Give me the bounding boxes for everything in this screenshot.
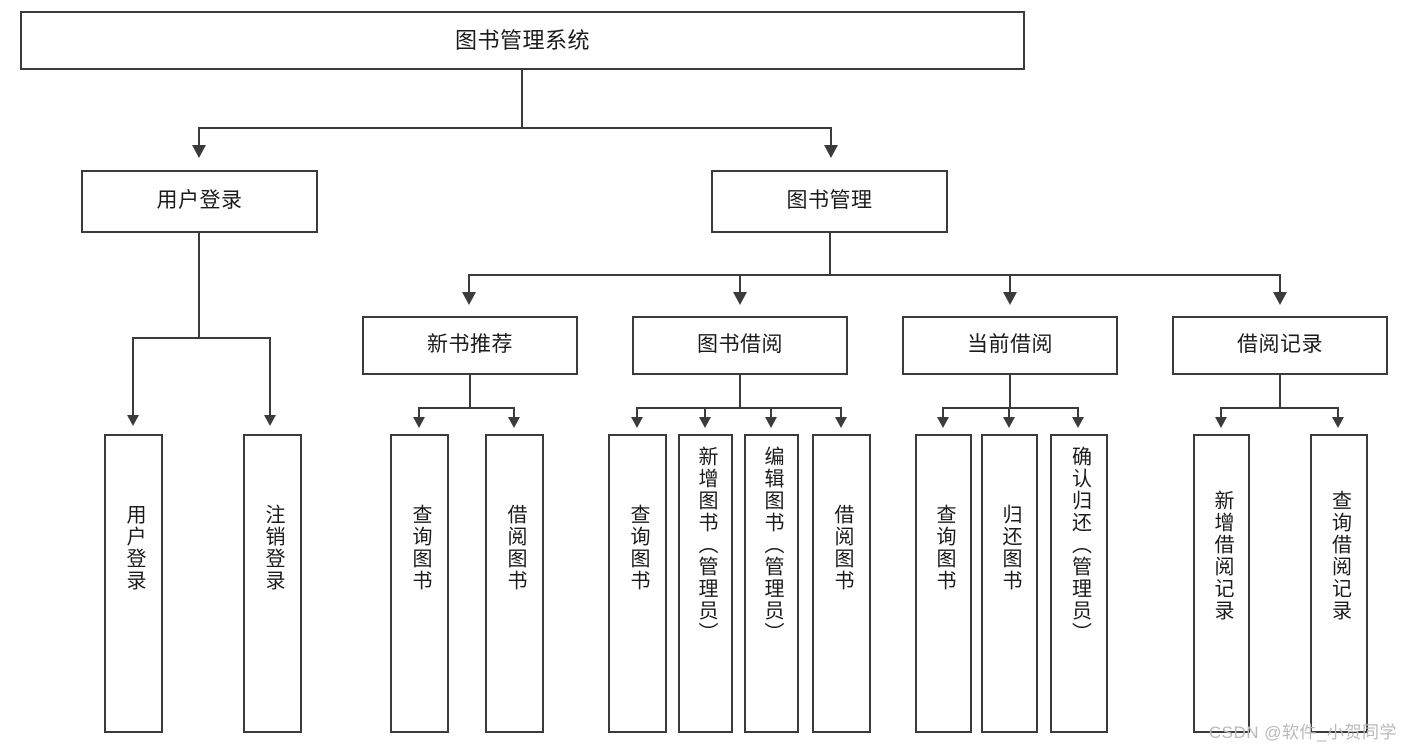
leaf-add-book[interactable]: 新增图书（管理员） [678,434,733,733]
connector-user-login-to-leaf1 [132,337,134,417]
connector-current-to-leaf2 [1008,407,1010,419]
connector-root-to-user-login [198,127,200,147]
connector-borrow-bus [636,407,842,409]
arrow-to-leaf-query-book-3 [937,417,949,428]
leaf-user-login[interactable]: 用户登录 [104,434,163,733]
node-new-book-recommend[interactable]: 新书推荐 [362,316,578,375]
node-label: 新书推荐 [427,333,513,357]
connector-current-stem [1009,375,1011,408]
connector-record-to-leaf2 [1337,407,1339,419]
connector-record-bus [1220,407,1339,409]
connector-user-login-bus [132,337,269,339]
arrow-to-leaf-edit-book [765,417,777,428]
node-label: 用户登录 [156,189,243,213]
connector-root-to-book-manage [830,127,832,147]
node-label: 查询借阅记录 [1328,490,1351,622]
leaf-query-book-current[interactable]: 查询图书 [915,434,972,733]
arrow-to-user-login [192,145,206,158]
node-label: 归还图书 [999,504,1021,592]
arrow-to-new-book-recommend [462,292,476,305]
node-label: 图书管理系统 [454,27,590,53]
connector-record-to-leaf1 [1220,407,1222,419]
node-label: 注销登录 [262,504,284,592]
leaf-confirm-return[interactable]: 确认归还（管理员） [1050,434,1108,733]
connector-borrow-to-leaf3 [770,407,772,419]
arrow-to-leaf-query-book-2 [631,417,643,428]
node-book-borrow[interactable]: 图书借阅 [632,316,848,375]
node-label: 确认归还（管理员） [1068,446,1091,644]
leaf-edit-book[interactable]: 编辑图书（管理员） [744,434,799,733]
connector-recommend-to-leaf2 [513,407,515,419]
arrow-to-current-borrow [1003,292,1017,305]
leaf-borrow-book-recommend[interactable]: 借阅图书 [485,434,544,733]
arrow-to-leaf-borrow-book-2 [835,417,847,428]
leaf-query-book-borrow[interactable]: 查询图书 [608,434,667,733]
arrow-to-leaf-query-book-1 [413,417,425,428]
leaf-query-book-recommend[interactable]: 查询图书 [390,434,449,733]
node-root-system[interactable]: 图书管理系统 [20,11,1025,70]
connector-root-stem [521,70,523,128]
connector-recommend-bus [418,407,515,409]
node-label: 新增借阅记录 [1211,490,1233,622]
connector-bm-to-borrow [739,274,741,294]
connector-bm-to-current [1009,274,1011,294]
node-label: 用户登录 [123,504,145,592]
csdn-watermark: CSDN @软件_小贺同学 [1208,723,1397,742]
connector-borrow-to-leaf4 [840,407,842,419]
connector-borrow-to-leaf1 [636,407,638,419]
arrow-to-book-manage [824,145,838,158]
connector-book-manage-stem [829,233,831,275]
leaf-query-borrow-record[interactable]: 查询借阅记录 [1310,434,1368,733]
arrow-to-leaf-query-record [1332,417,1344,428]
connector-borrow-to-leaf2 [704,407,706,419]
arrow-to-leaf-user-login [127,415,139,426]
connector-current-to-leaf3 [1077,407,1079,419]
node-label: 图书管理 [786,189,873,213]
node-label: 当前借阅 [967,333,1053,357]
node-label: 查询图书 [409,504,431,592]
node-label: 查询图书 [933,504,955,592]
node-label: 借阅记录 [1237,333,1323,357]
connector-current-bus [942,407,1079,409]
connector-user-login-to-leaf2 [269,337,271,417]
node-book-manage[interactable]: 图书管理 [711,170,948,233]
arrow-to-book-borrow [733,292,747,305]
node-label: 新增图书（管理员） [695,446,717,644]
connector-bm-to-record [1279,274,1281,294]
node-label: 查询图书 [627,504,649,592]
arrow-to-leaf-confirm-return [1072,417,1084,428]
connector-current-to-leaf1 [942,407,944,419]
connector-root-bus [198,127,832,129]
connector-bm-to-recommend [468,274,470,294]
node-label: 编辑图书（管理员） [761,446,783,644]
arrow-to-leaf-borrow-book-1 [508,417,520,428]
node-label: 图书借阅 [697,333,783,357]
connector-book-manage-bus [468,274,1280,276]
node-label: 借阅图书 [831,504,853,592]
arrow-to-leaf-add-book [699,417,711,428]
arrow-to-leaf-return-book [1003,417,1015,428]
leaf-return-book[interactable]: 归还图书 [981,434,1038,733]
node-user-login[interactable]: 用户登录 [81,170,318,233]
leaf-logout-login[interactable]: 注销登录 [243,434,302,733]
leaf-borrow-book[interactable]: 借阅图书 [812,434,871,733]
connector-recommend-stem [469,375,471,408]
connector-user-login-stem [198,233,200,338]
arrow-to-leaf-add-record [1215,417,1227,428]
connector-recommend-to-leaf1 [418,407,420,419]
arrow-to-borrow-record [1273,292,1287,305]
node-borrow-record[interactable]: 借阅记录 [1172,316,1388,375]
connector-record-stem [1279,375,1281,408]
node-label: 借阅图书 [504,504,526,592]
connector-borrow-stem [739,375,741,408]
arrow-to-leaf-logout-login [264,415,276,426]
leaf-add-borrow-record[interactable]: 新增借阅记录 [1193,434,1250,733]
node-current-borrow[interactable]: 当前借阅 [902,316,1118,375]
